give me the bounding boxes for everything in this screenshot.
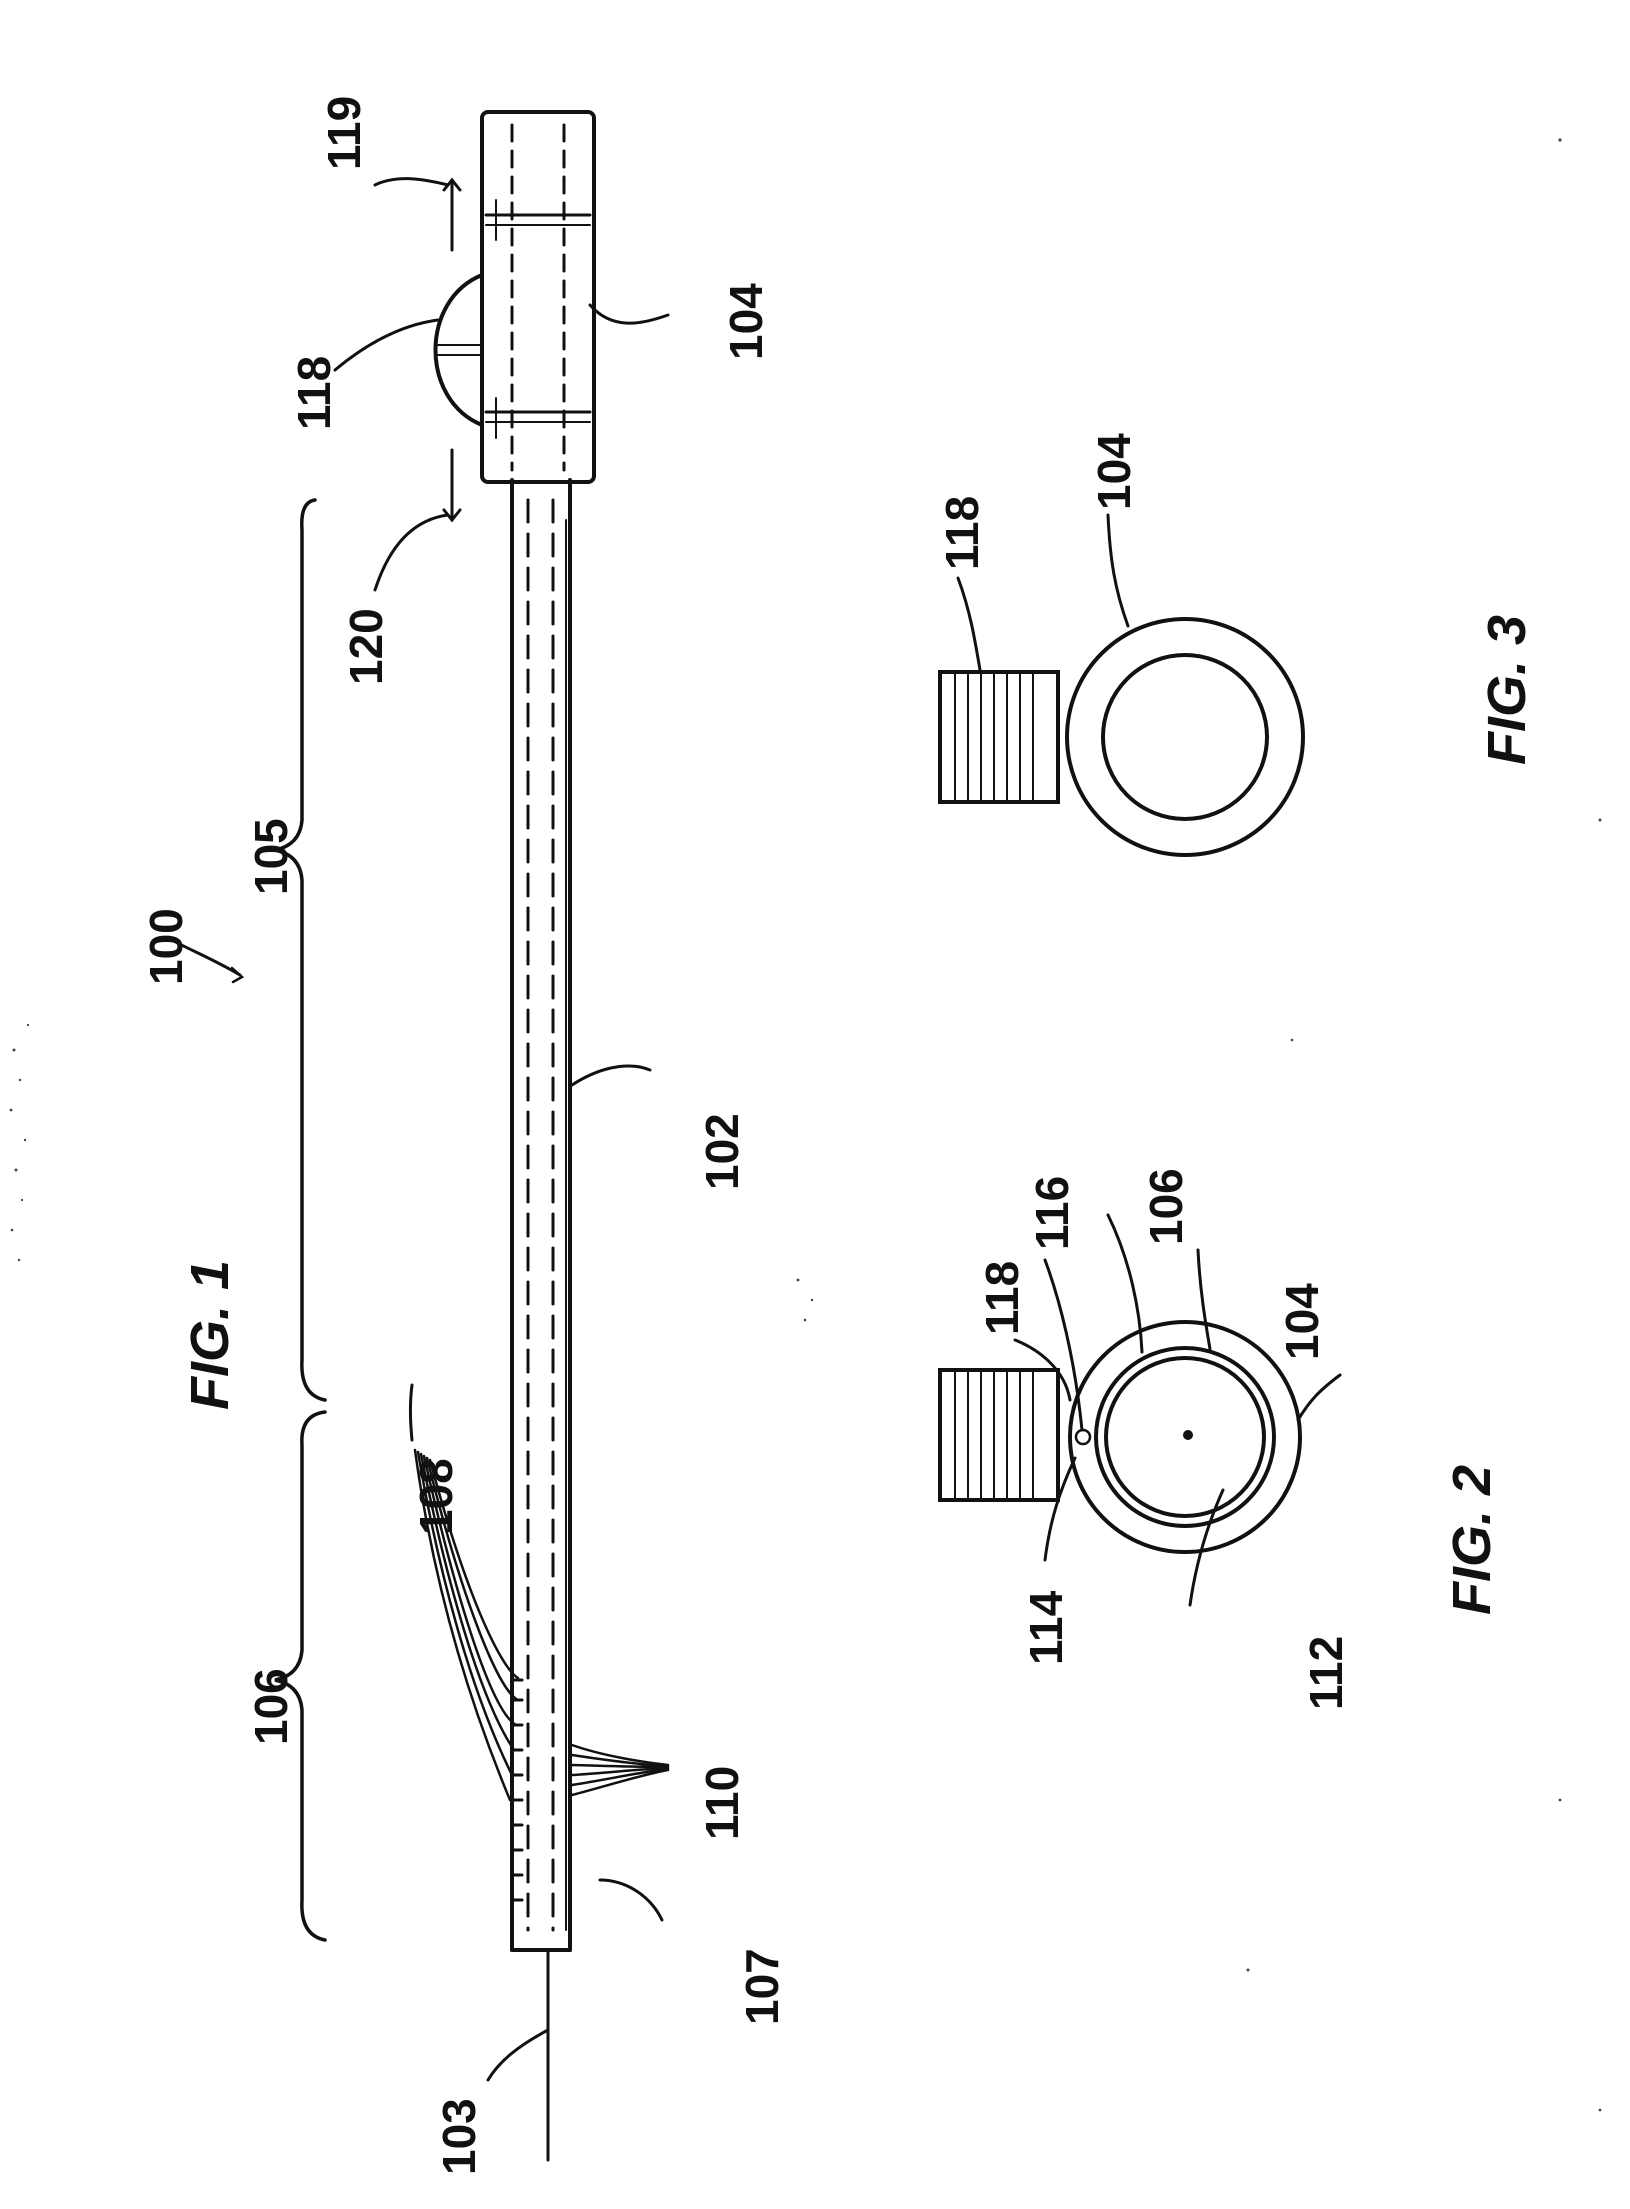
fig2-label-116: 116 xyxy=(1026,1176,1078,1250)
label-120: 120 xyxy=(340,608,392,685)
label-100: 100 xyxy=(140,908,192,985)
label-107: 107 xyxy=(736,1948,788,2025)
label-106: 106 xyxy=(245,1668,297,1745)
fig3-label-118: 118 xyxy=(936,496,988,570)
fig2-label-104: 104 xyxy=(1276,1283,1328,1360)
label-102: 102 xyxy=(696,1113,748,1190)
label-118: 118 xyxy=(288,356,340,430)
fig3-label-104: 104 xyxy=(1088,433,1140,510)
fig1-caption: FIG. 1 xyxy=(180,1260,240,1410)
fig3-caption: FIG. 3 xyxy=(1477,615,1537,765)
label-110: 110 xyxy=(696,1766,748,1840)
label-108: 108 xyxy=(410,1458,462,1535)
fig2-center-dot xyxy=(1185,1432,1191,1438)
label-119: 119 xyxy=(318,96,370,170)
fig2-label-114: 114 xyxy=(1020,1590,1072,1665)
fig2-caption: FIG. 2 xyxy=(1442,1465,1502,1615)
fig2-label-106: 106 xyxy=(1140,1168,1192,1245)
label-104: 104 xyxy=(720,283,772,360)
label-105: 105 xyxy=(245,818,297,895)
label-103: 103 xyxy=(433,2098,485,2175)
fig2-label-112: 112 xyxy=(1300,1636,1352,1710)
fig2-label-118: 118 xyxy=(976,1261,1028,1335)
